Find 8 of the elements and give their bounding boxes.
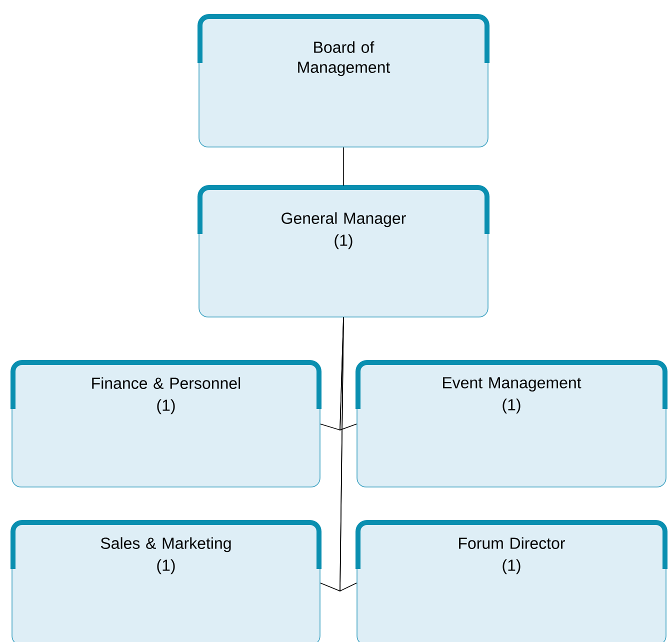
org-box: Board of Management — [198, 14, 490, 148]
org-box: Finance & Personnel (1) — [10, 360, 322, 488]
org-box: General Manager (1) — [198, 185, 490, 318]
org-box: Sales & Marketing (1) — [10, 520, 322, 642]
connector-line — [340, 317, 357, 592]
org-box: Event Management (1) — [356, 360, 668, 488]
connector-line — [343, 146, 344, 186]
org-box: Forum Director (1) — [356, 520, 668, 642]
